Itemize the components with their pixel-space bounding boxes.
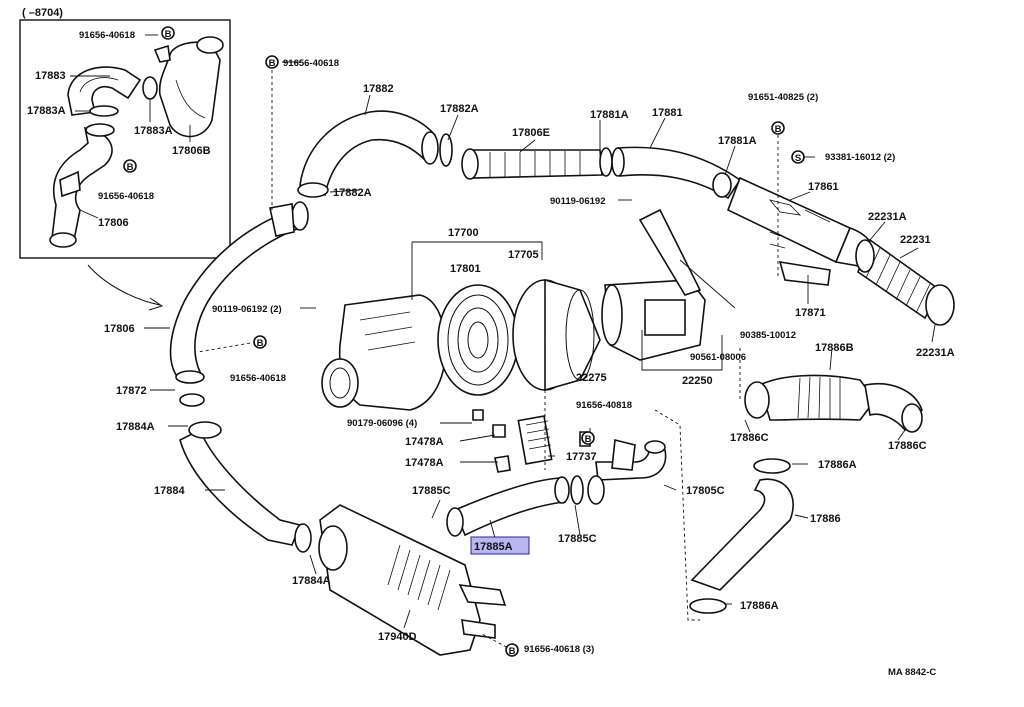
- part-label: 22231: [900, 234, 931, 246]
- part-label: 17883A: [134, 125, 173, 137]
- b-symbol-icon: B: [775, 124, 782, 135]
- part-label: 17871: [795, 307, 826, 319]
- part-label: 90385-10012: [740, 330, 796, 341]
- part-label: 93381-16012 (2): [825, 152, 895, 163]
- part-label: 17806B: [172, 145, 211, 157]
- b-symbol-icon: B: [127, 162, 134, 173]
- hose-17805C: [587, 439, 667, 505]
- part-label: 91656-40618: [283, 58, 339, 69]
- part-label: 91656-40618: [230, 373, 286, 384]
- resonator-17861: [726, 176, 955, 326]
- leader-lines: [70, 34, 936, 629]
- duct-17884: [179, 393, 312, 553]
- part-label: 90119-06192: [550, 196, 605, 207]
- duct-17806: [169, 201, 309, 384]
- part-label: 17940D: [378, 631, 417, 643]
- part-label: 17478A: [405, 436, 444, 448]
- part-label: 17806E: [512, 127, 550, 139]
- part-label: 17882A: [440, 103, 479, 115]
- part-label: 17886: [810, 513, 841, 525]
- part-labels: ( –8704) 91656-40618 17883 17883A 17883A…: [22, 7, 955, 678]
- part-label: 91656-40618 (3): [524, 644, 594, 655]
- b-symbol-icon: B: [257, 338, 264, 349]
- part-label: 17705: [508, 249, 539, 261]
- part-label: 17884A: [116, 421, 155, 433]
- part-label: 17700: [448, 227, 479, 239]
- part-label: 17806: [98, 217, 129, 229]
- part-label: 17805C: [686, 485, 725, 497]
- part-label: 17886A: [818, 459, 857, 471]
- b-symbol-icon: B: [585, 434, 592, 445]
- part-label: 91656-40618: [98, 191, 154, 202]
- part-label: 17882: [363, 83, 394, 95]
- part-label: 22231A: [916, 347, 955, 359]
- part-label: 17872: [116, 385, 147, 397]
- hose-17806E: [461, 147, 613, 180]
- footer-code: MA 8842-C: [888, 667, 936, 678]
- highlighted-part-label[interactable]: 17885A: [474, 541, 513, 553]
- silencer-17940D: [318, 504, 507, 656]
- part-label: 22231A: [868, 211, 907, 223]
- part-label: 17884: [154, 485, 185, 497]
- part-label: 17881: [652, 107, 683, 119]
- part-label: 17886C: [888, 440, 927, 452]
- b-symbol-icon: B: [509, 646, 516, 657]
- dashed-leaders: [197, 70, 779, 651]
- inset-panel: [19, 19, 231, 259]
- part-label: 17885C: [558, 533, 597, 545]
- inset-title: ( –8704): [22, 7, 63, 19]
- highlight-box: [470, 536, 530, 555]
- part-label: 22275: [576, 372, 607, 384]
- air-flow-meter-22250: [601, 208, 706, 361]
- part-label: 17883A: [27, 105, 66, 117]
- part-label: 17806: [104, 323, 135, 335]
- hose-17886: [689, 458, 794, 614]
- part-label: 17801: [450, 263, 481, 275]
- part-label: 90561-08006: [690, 352, 746, 363]
- part-label: 17881A: [590, 109, 629, 121]
- part-label: 17882A: [333, 187, 372, 199]
- part-label: 17885C: [412, 485, 451, 497]
- b-symbol-icon: B: [269, 58, 276, 69]
- part-label: 91656-40618: [79, 30, 135, 41]
- part-label: 17883: [35, 70, 66, 82]
- part-label: 90179-06096 (4): [347, 418, 417, 429]
- hose-17885A: [446, 475, 584, 537]
- b-symbol-icon: B: [165, 29, 172, 40]
- part-label: 17478A: [405, 457, 444, 469]
- hose-17882: [297, 110, 453, 198]
- part-label: 17886B: [815, 342, 854, 354]
- part-label: 17886C: [730, 432, 769, 444]
- small-parts: [472, 409, 591, 473]
- part-label: 17737: [566, 451, 597, 463]
- part-label: 17861: [808, 181, 839, 193]
- hose-17886B: [744, 374, 923, 433]
- part-label: 91656-40818: [576, 400, 632, 411]
- part-label: 17881A: [718, 135, 757, 147]
- pipe-17881: [611, 146, 742, 200]
- part-label: 17884A: [292, 575, 331, 587]
- part-label: 17886A: [740, 600, 779, 612]
- part-label: 90119-06192 (2): [212, 304, 282, 315]
- part-label: 91651-40825 (2): [748, 92, 818, 103]
- s-symbol-icon: S: [795, 153, 801, 164]
- part-label: 22250: [682, 375, 713, 387]
- symbol-icons: B B B B B S B B: [123, 26, 805, 657]
- air-cleaner-17700: [321, 278, 601, 411]
